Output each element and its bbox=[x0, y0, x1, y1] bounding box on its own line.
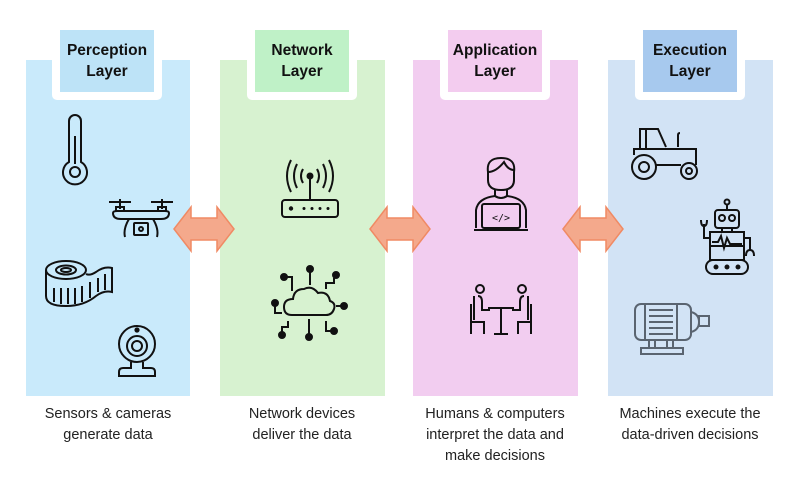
bidirectional-arrow-application-execution bbox=[562, 204, 624, 254]
title-line: Layer bbox=[86, 63, 128, 80]
perception-caption: Sensors & cameras generate data bbox=[18, 404, 198, 446]
title-line: Perception bbox=[66, 42, 148, 59]
network-caption: Network devices deliver the data bbox=[212, 404, 392, 446]
caption-line: interpret the data and bbox=[426, 427, 564, 443]
webcam-icon bbox=[115, 320, 159, 380]
thermometer-icon bbox=[60, 112, 90, 186]
measuring-tape-icon bbox=[44, 258, 116, 310]
caption-line: Network devices bbox=[248, 406, 356, 422]
developer-laptop-icon: </> bbox=[472, 156, 530, 234]
caption-line: deliver the data bbox=[252, 427, 352, 443]
caption-line: Machines execute the bbox=[619, 406, 761, 422]
cloud-network-icon bbox=[271, 265, 348, 341]
tractor-icon bbox=[630, 125, 700, 183]
robot-icon bbox=[700, 198, 756, 278]
network-layer-panel bbox=[220, 58, 385, 396]
execution-caption: Machines execute the data-driven decisio… bbox=[600, 404, 780, 446]
caption-line: Sensors & cameras bbox=[44, 406, 172, 422]
title-line: Layer bbox=[669, 63, 711, 80]
bidirectional-arrow-network-application bbox=[369, 204, 431, 254]
title-line: Network bbox=[271, 42, 333, 59]
wifi-router-icon bbox=[279, 158, 341, 220]
meeting-table-icon bbox=[468, 284, 534, 336]
title-line: Layer bbox=[281, 63, 323, 80]
application-caption: Humans & computers interpret the data an… bbox=[405, 404, 585, 467]
caption-line: data-driven decisions bbox=[621, 427, 759, 443]
caption-line: make decisions bbox=[445, 448, 545, 464]
title-line: Execution bbox=[652, 42, 728, 59]
title-line: Layer bbox=[474, 63, 516, 80]
caption-line: generate data bbox=[63, 427, 153, 443]
electric-motor-icon bbox=[633, 300, 710, 356]
drone-icon bbox=[107, 197, 175, 245]
svg-text:</>: </> bbox=[492, 213, 510, 224]
caption-line: Humans & computers bbox=[425, 406, 565, 422]
execution-layer-panel bbox=[608, 58, 773, 396]
title-line: Application bbox=[452, 42, 538, 59]
bidirectional-arrow-perception-network bbox=[173, 204, 235, 254]
